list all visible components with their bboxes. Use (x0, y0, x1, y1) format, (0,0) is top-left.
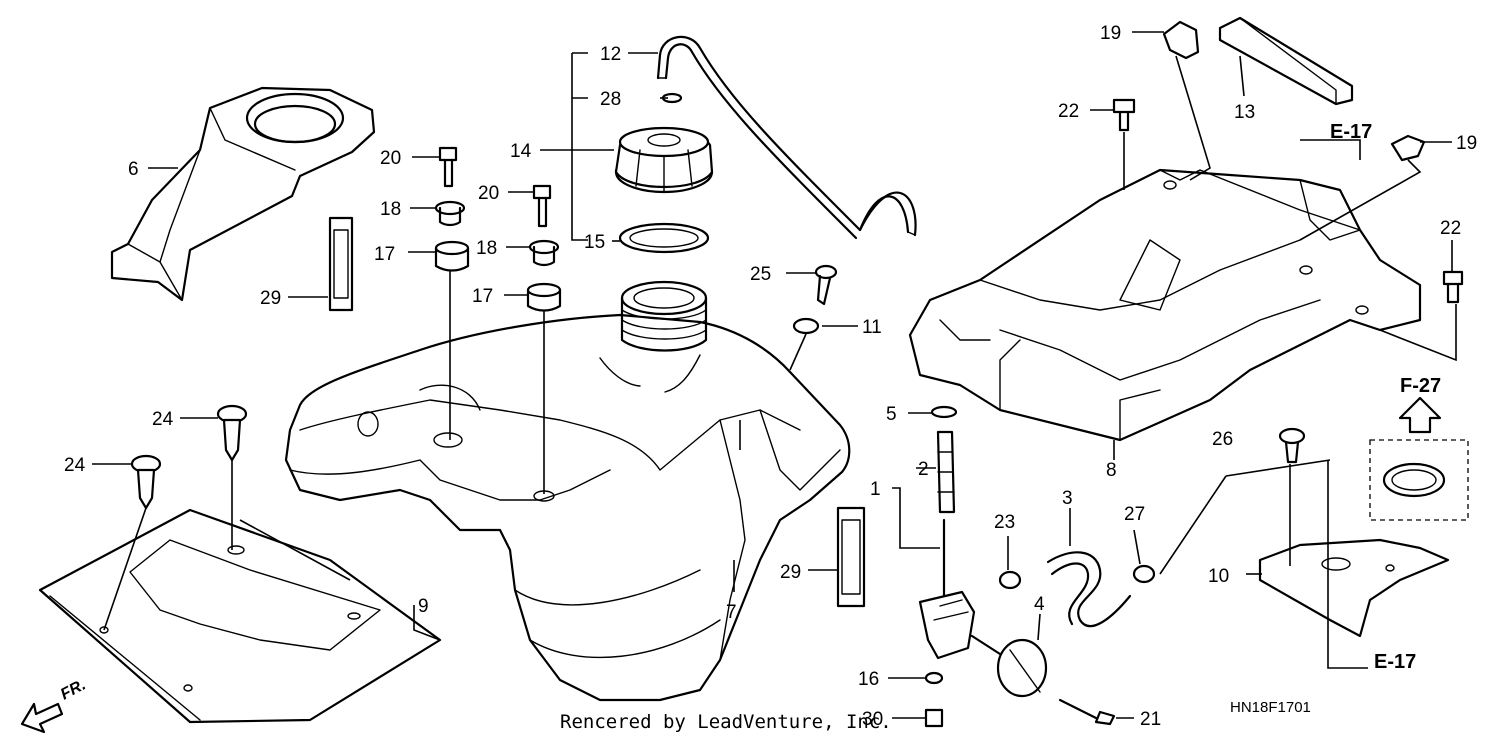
part-10-cover-plate[interactable] (1258, 538, 1450, 638)
part-14-fuel-cap[interactable] (614, 126, 714, 194)
part-6-air-duct-cover[interactable] (110, 86, 376, 302)
part-4-valve-lever[interactable] (970, 634, 1048, 698)
callout-16: 16 (858, 669, 879, 690)
part-21-screw[interactable] (1058, 698, 1116, 726)
part-19-rubber-pad-right[interactable] (1390, 134, 1426, 162)
callout-20-left: 20 (380, 148, 401, 169)
callout-18-left: 18 (380, 199, 401, 220)
up-arrow-icon (1398, 396, 1442, 434)
part-22-bolt-right[interactable] (1442, 270, 1464, 304)
part-3-fuel-hose[interactable] (1046, 551, 1132, 628)
part-5-washer[interactable] (930, 405, 958, 419)
part-12-breather-hose[interactable] (656, 35, 917, 240)
part-11-grommet[interactable] (792, 317, 820, 335)
part-24-rivet-upper[interactable] (216, 404, 248, 462)
part-16-washer[interactable] (924, 671, 944, 685)
callout-7: 7 (726, 602, 737, 623)
callout-labels: 1 2 3 4 5 6 7 8 9 10 11 12 13 14 15 16 1… (64, 23, 1477, 730)
part-20-bolt-left[interactable] (438, 146, 458, 188)
callout-2: 2 (918, 459, 929, 480)
part-15-cap-gasket[interactable] (618, 222, 710, 254)
part-9-skid-cover[interactable] (38, 508, 442, 724)
callout-20-right: 20 (478, 183, 499, 204)
callout-19-top: 19 (1100, 23, 1121, 44)
callout-8: 8 (1106, 460, 1117, 481)
part-27-hose-clip[interactable] (1132, 564, 1156, 584)
part-20-bolt-right[interactable] (532, 184, 552, 228)
callout-10: 10 (1208, 566, 1229, 587)
ref-e17-bottom: E-17 (1374, 651, 1416, 673)
front-marker: FR. (58, 676, 89, 703)
callout-22-right: 22 (1440, 218, 1461, 239)
callout-15: 15 (584, 232, 605, 253)
callout-13: 13 (1234, 102, 1255, 123)
part-17-grommet-right[interactable] (526, 282, 562, 312)
callout-25: 25 (750, 264, 771, 285)
callout-29-right: 29 (780, 562, 801, 583)
callout-26: 26 (1212, 429, 1233, 450)
part-26-push-rivet[interactable] (1278, 427, 1306, 464)
part-8-tray-bracket[interactable] (908, 168, 1422, 442)
watermark-text: Rencered by LeadVenture, Inc. (560, 711, 892, 733)
callout-24-upper: 24 (152, 409, 174, 430)
callout-21: 21 (1140, 709, 1161, 730)
part-2-fuel-strainer[interactable] (936, 430, 956, 514)
part-25-screw[interactable] (814, 264, 838, 306)
part-1-fuel-valve[interactable] (918, 518, 976, 660)
part-24-rivet-lower[interactable] (130, 454, 162, 510)
callout-24-lower: 24 (64, 455, 86, 476)
part-30-bolt[interactable] (924, 708, 944, 728)
callout-3: 3 (1062, 488, 1073, 509)
ref-e17-top: E-17 (1330, 121, 1372, 143)
callout-5: 5 (886, 404, 897, 425)
callout-11: 11 (862, 317, 882, 338)
part-13-foam-block[interactable] (1218, 16, 1354, 106)
callout-4: 4 (1034, 594, 1045, 615)
callout-1: 1 (870, 479, 881, 500)
part-29-strap-right[interactable] (836, 506, 866, 608)
diagram-code: HN18F1701 (1230, 699, 1311, 716)
front-arrow-icon (20, 702, 64, 734)
part-18-collar-right[interactable] (528, 239, 560, 267)
part-23-hose-clip[interactable] (998, 570, 1022, 590)
callout-29-left: 29 (260, 288, 281, 309)
part-17-grommet-left[interactable] (434, 240, 470, 272)
callout-18-right: 18 (476, 238, 497, 259)
part-clamp-ref (1369, 439, 1469, 521)
callout-14: 14 (510, 141, 532, 162)
part-29-strap-left[interactable] (328, 216, 354, 312)
callout-9: 9 (418, 596, 429, 617)
part-18-collar-left[interactable] (434, 200, 466, 227)
leader-lines (92, 31, 1457, 719)
callout-12: 12 (600, 44, 621, 65)
part-22-bolt-top[interactable] (1112, 98, 1136, 132)
callout-19-right: 19 (1456, 133, 1477, 154)
callout-17-right: 17 (472, 286, 493, 307)
part-19-rubber-pad-top[interactable] (1162, 20, 1200, 60)
part-7-fuel-tank[interactable] (284, 280, 851, 702)
callout-22-top: 22 (1058, 101, 1079, 122)
callout-28: 28 (600, 89, 621, 110)
ref-f27: F-27 (1400, 375, 1441, 397)
callout-17-left: 17 (374, 244, 395, 265)
callout-6: 6 (128, 159, 139, 180)
callout-23: 23 (994, 512, 1015, 533)
callout-30: 30 (862, 709, 883, 730)
callout-27: 27 (1124, 504, 1145, 525)
